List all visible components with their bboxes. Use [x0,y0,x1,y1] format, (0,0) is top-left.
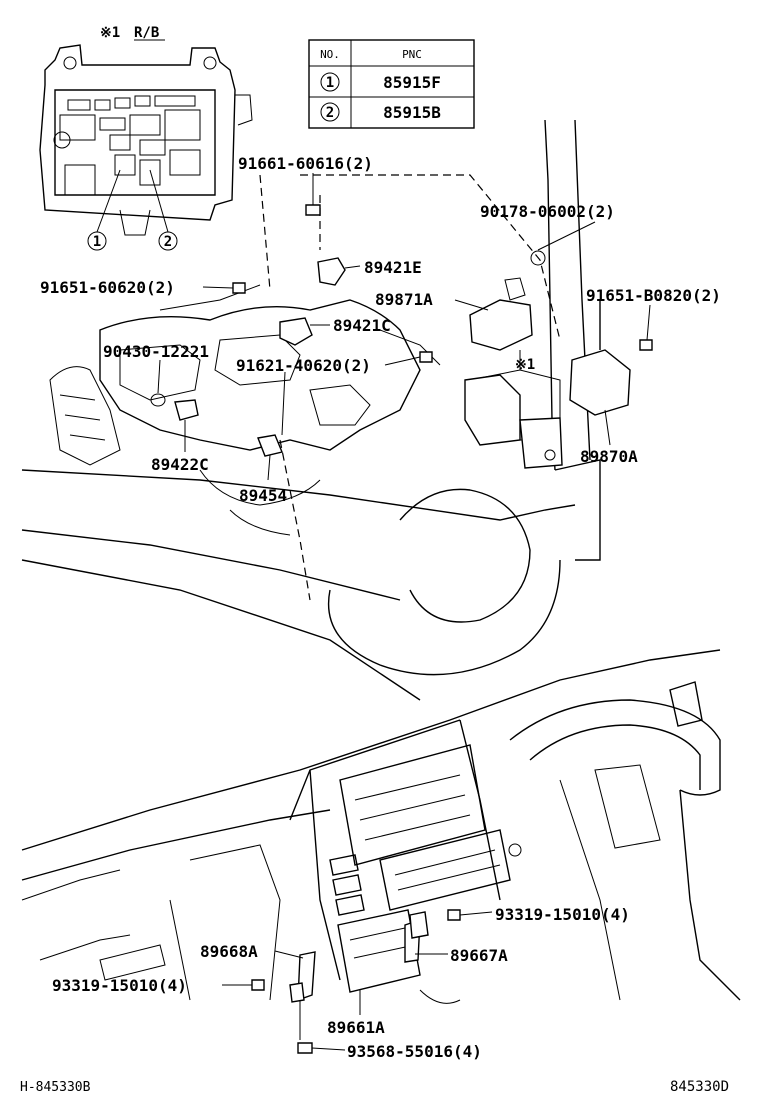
note-marker: ※1 [100,25,120,41]
label-93568-55016: 93568-55016(4) [347,1042,482,1061]
label-91651-60620: 91651-60620(2) [40,278,175,297]
callout-star-1: ※1 [515,357,535,373]
label-89870A: 89870A [580,447,638,466]
footer-left-code: H-845330B [20,1080,91,1095]
dashboard-illustration [21,649,741,1054]
label-89661A: 89661A [327,1018,385,1037]
table-row-1-pnc: 85915F [383,73,441,92]
leader-lines [157,173,651,1051]
label-89421E: 89421E [364,258,422,277]
pnc-table: NO. PNC 1 85915F 2 85915B [308,39,475,129]
table-col-pnc: PNC [402,48,422,61]
label-89667A: 89667A [450,946,508,965]
label-93319-15010-upper: 93319-15010(4) [495,905,630,924]
label-91661-60616: 91661-60616(2) [238,154,373,173]
label-89871A: 89871A [375,290,433,309]
engine-bay-illustration [21,119,653,701]
table-col-no: NO. [320,48,340,61]
label-89421C: 89421C [333,316,391,335]
part-labels: 91661-60616(2) 90178-06002(2) 89421E 916… [40,154,721,1061]
table-row-2-no: 2 [326,105,334,121]
table-row-2-pnc: 85915B [383,103,441,122]
footer-right-code: 845330D [670,1079,729,1095]
callout-2-relay: 2 [164,234,172,250]
label-91651-B0820: 91651-B0820(2) [586,286,721,305]
label-91621-40620: 91621-40620(2) [236,356,371,375]
callout-1-relay: 1 [93,234,101,250]
label-89454: 89454 [239,486,287,505]
relay-box-illustration: ※1 R/B 1 2 [39,25,253,251]
label-93319-15010-lower: 93319-15010(4) [52,976,187,995]
label-89422C: 89422C [151,455,209,474]
relay-box-label: R/B [134,25,159,41]
label-89668A: 89668A [200,942,258,961]
table-row-1-no: 1 [326,75,334,91]
label-90178-06002: 90178-06002(2) [480,202,615,221]
label-90430-12221: 90430-12221 [103,342,209,361]
